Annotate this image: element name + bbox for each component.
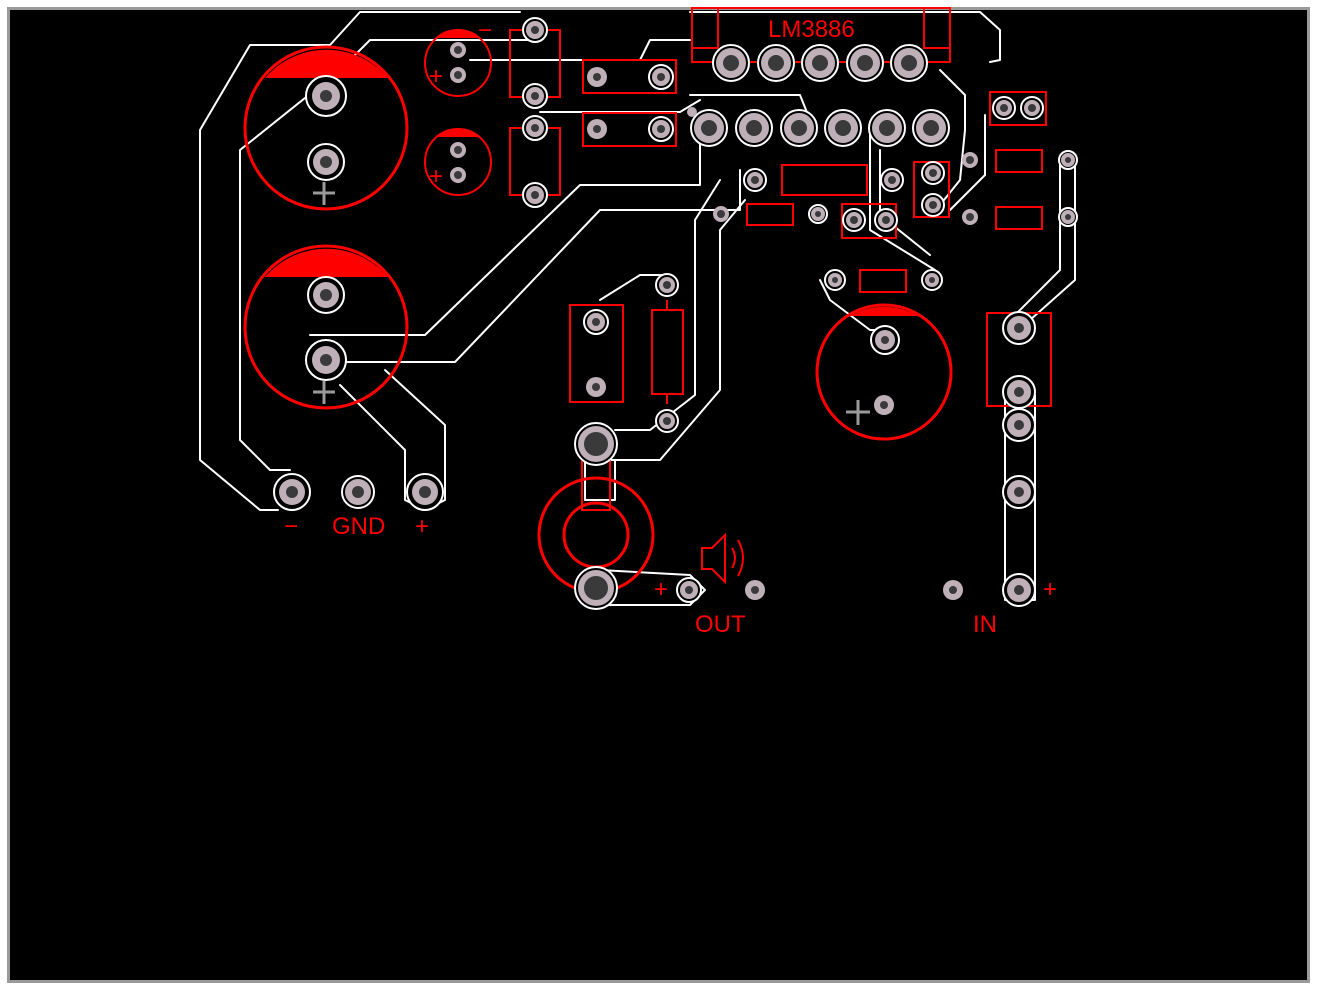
power-gnd-label: GND [332, 513, 385, 540]
labels: LM3886 − GND + OUT + IN + − + + [284, 16, 1057, 638]
big-capacitor-bottom [243, 244, 409, 410]
ic-name-label: LM3886 [768, 16, 855, 43]
small-capacitor-2 [424, 128, 492, 196]
small-cap1-plus-label: + [429, 63, 443, 90]
output-plus-label: + [654, 576, 668, 603]
power-minus-label: − [284, 513, 298, 540]
small-capacitor-1 [424, 29, 492, 97]
traces [199, 11, 1076, 606]
input-plus-label: + [1043, 576, 1057, 603]
big-capacitor-top [243, 45, 409, 211]
small-cap2-plus-label: + [429, 163, 443, 190]
medium-capacitor [815, 303, 953, 441]
pcb-board [7, 7, 1310, 983]
small-cap-minus-label: − [478, 17, 492, 44]
speaker-icon [701, 532, 744, 585]
output-label: OUT [695, 611, 746, 638]
input-label: IN [973, 611, 997, 638]
power-plus-label: + [415, 513, 429, 540]
pads [273, 17, 1078, 610]
